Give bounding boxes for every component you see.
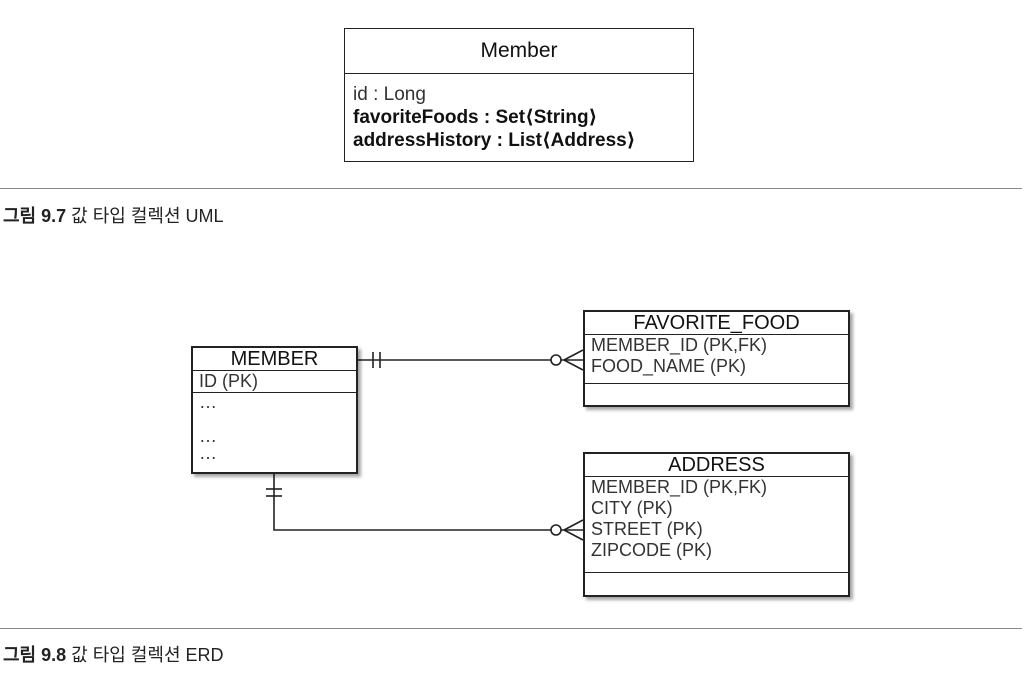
- entity-title: MEMBER: [193, 348, 356, 371]
- entity-attribute: …: [199, 392, 217, 412]
- caption-rule: [0, 188, 1022, 189]
- figure-caption-uml: 그림 9.7 값 타입 컬렉션 UML: [3, 202, 224, 228]
- uml-attribute: id : Long: [353, 84, 426, 105]
- entity-attribute: ID (PK): [199, 371, 259, 391]
- entity-attribute: FOOD_NAME (PK): [591, 356, 747, 376]
- entity-attribute: MEMBER_ID (PK,FK): [591, 335, 768, 355]
- entity-attribute: …: [199, 443, 217, 463]
- entity-pk-section: ID (PK): [193, 371, 356, 393]
- entity-title: FAVORITE_FOOD: [585, 312, 848, 335]
- entity-attribute-section: … … …: [193, 393, 356, 462]
- figure-number: 그림 9.7: [3, 206, 67, 226]
- uml-class-member: Member id : Long favoriteFoods : Set⟨Str…: [344, 28, 694, 162]
- uml-class-name: Member: [345, 29, 693, 74]
- relationship-member-favorite-food: [357, 349, 584, 371]
- entity-title: ADDRESS: [585, 454, 848, 477]
- figure-caption-erd: 그림 9.8 값 타입 컬렉션 ERD: [3, 641, 224, 667]
- entity-favorite-food: FAVORITE_FOOD MEMBER_ID (PK,FK) FOOD_NAM…: [583, 310, 850, 407]
- entity-member: MEMBER ID (PK) … … …: [191, 346, 358, 474]
- entity-attribute: [199, 411, 356, 428]
- entity-attribute: …: [199, 426, 217, 446]
- entity-empty-section: [585, 383, 848, 405]
- caption-rule: [0, 628, 1022, 629]
- entity-address: ADDRESS MEMBER_ID (PK,FK) CITY (PK) STRE…: [583, 452, 850, 597]
- uml-attribute: favoriteFoods : Set⟨String⟩: [353, 107, 598, 128]
- figure-title: 값 타입 컬렉션 ERD: [66, 645, 224, 665]
- figure-title: 값 타입 컬렉션 UML: [66, 206, 224, 226]
- uml-attribute-list: id : Long favoriteFoods : Set⟨String⟩ ad…: [345, 74, 693, 152]
- relationship-member-address: [266, 474, 584, 541]
- entity-attribute: CITY (PK): [591, 498, 673, 518]
- entity-attribute-section: MEMBER_ID (PK,FK) FOOD_NAME (PK): [585, 335, 848, 377]
- entity-attribute: STREET (PK): [591, 519, 703, 539]
- entity-attribute: MEMBER_ID (PK,FK): [591, 477, 768, 497]
- figure-number: 그림 9.8: [3, 645, 67, 665]
- entity-attribute-section: MEMBER_ID (PK,FK) CITY (PK) STREET (PK) …: [585, 477, 848, 561]
- entity-attribute: ZIPCODE (PK): [591, 540, 713, 560]
- entity-empty-section: [585, 572, 848, 595]
- uml-attribute: addressHistory : List⟨Address⟩: [353, 130, 636, 151]
